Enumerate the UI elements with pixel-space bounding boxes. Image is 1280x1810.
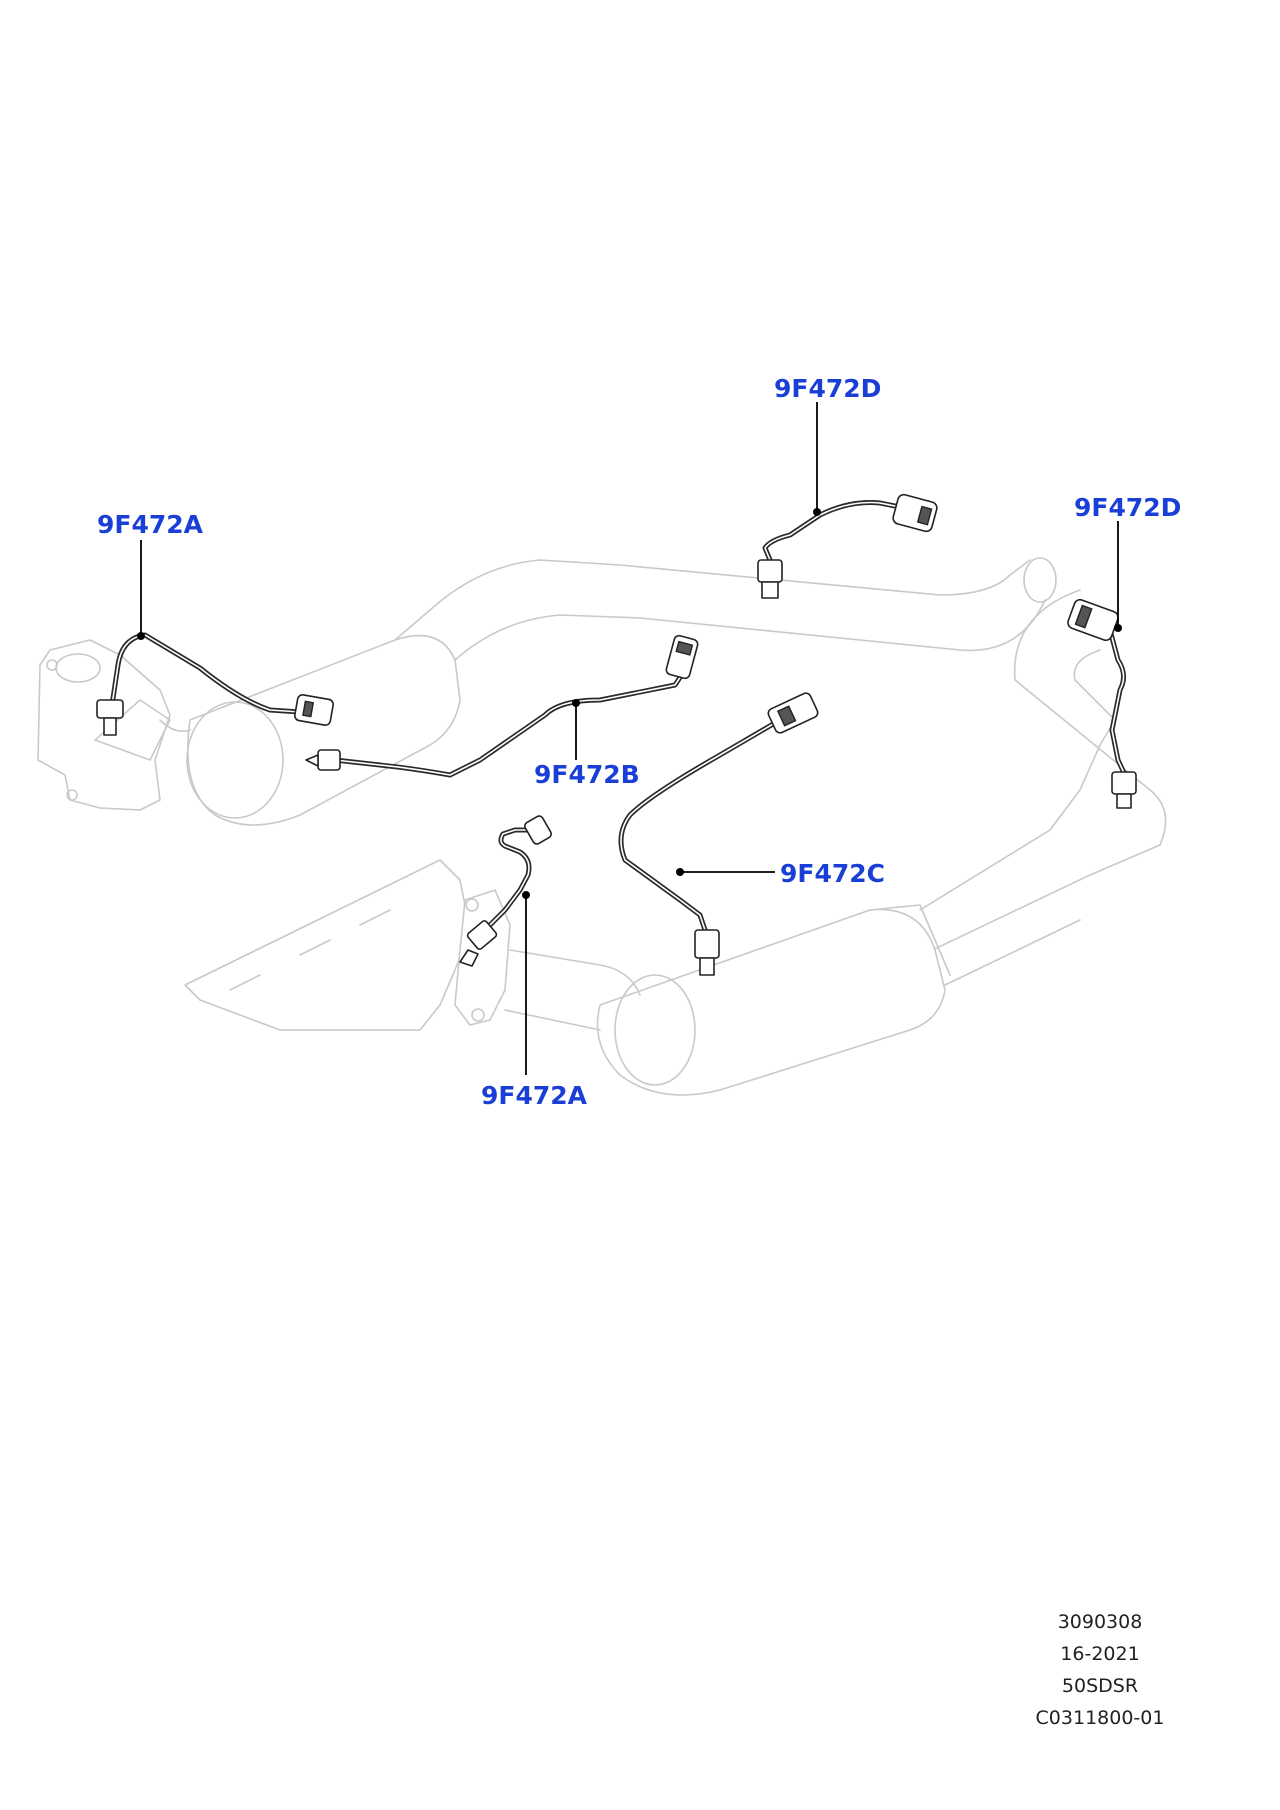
sensor-nut — [466, 920, 498, 950]
leader-dot — [1114, 624, 1122, 632]
oxygen-sensor-upper-left[interactable] — [96, 632, 334, 736]
converter-end — [614, 974, 696, 1086]
flange-bolt — [465, 898, 479, 912]
sensor-tip — [305, 754, 319, 767]
sensor-tip — [103, 717, 117, 736]
lower-right-catalytic-converter — [596, 908, 946, 1096]
leader-dot — [676, 868, 684, 876]
leader-dot — [813, 508, 821, 516]
callout-label: 9F472A — [481, 1081, 588, 1110]
upper-intermediate-pipe-bottom — [454, 599, 1046, 661]
callout-right[interactable]: 9F472D — [1074, 493, 1181, 632]
leader-dot — [137, 632, 145, 640]
sensor-nut — [757, 559, 783, 583]
diagram-reference-block: 3090308 16-2021 50SDSR C0311800-01 — [1000, 1606, 1200, 1734]
converter-outlet-pipe — [944, 919, 1081, 986]
oxygen-sensor-center-right[interactable] — [618, 691, 819, 976]
oxygen-sensor-right[interactable] — [1066, 598, 1137, 809]
sensor-tip — [761, 581, 779, 599]
connector — [665, 634, 699, 680]
connector-latch — [302, 700, 315, 718]
lower-front-pipe-bottom — [504, 1009, 601, 1031]
reference-date: 16-2021 — [1060, 1643, 1140, 1665]
connector — [1067, 598, 1119, 642]
oxygen-sensor-middle[interactable] — [305, 634, 699, 778]
connector — [294, 694, 334, 726]
converter-neck — [159, 719, 191, 733]
connector-latch — [916, 505, 933, 526]
lower-manifold-flange — [454, 889, 511, 1026]
connector — [767, 692, 819, 734]
manifold-outlet — [94, 699, 171, 761]
lower-front-pipe-top — [509, 949, 641, 996]
callout-label: 9F472D — [774, 374, 881, 403]
oxygen-sensor-lower-left[interactable] — [459, 815, 553, 967]
callout-top[interactable]: 9F472D — [774, 374, 881, 516]
converter-seam — [869, 904, 951, 976]
right-bend-pipe-inner — [919, 649, 1116, 911]
flange-bolt — [471, 1008, 485, 1022]
connector-latch — [776, 705, 797, 727]
lower-left-exhaust-manifold — [184, 859, 471, 1031]
converter-end — [186, 701, 284, 819]
manifold-ribs — [229, 909, 391, 991]
sensor-nut — [96, 699, 124, 719]
oxygen-sensor-top[interactable] — [757, 493, 938, 599]
reference-illustration-id: C0311800-01 — [1035, 1707, 1165, 1729]
flange-bolt — [46, 659, 58, 671]
right-bend-pipe-outer — [879, 589, 1167, 976]
callout-label: 9F472B — [534, 760, 640, 789]
callout-label: 9F472D — [1074, 493, 1181, 522]
flange-bolt — [66, 789, 78, 801]
connector-latch — [1074, 604, 1093, 629]
sensor-nut — [317, 749, 341, 771]
pipe-joint — [1023, 557, 1057, 603]
reference-code: 3090308 — [1057, 1611, 1143, 1633]
sensor-nut — [694, 929, 720, 959]
leader-dot — [522, 891, 530, 899]
callout-upper-left[interactable]: 9F472A — [97, 510, 204, 640]
callout-label: 9F472C — [780, 859, 885, 888]
converter-seam — [394, 609, 431, 641]
reference-model: 50SDSR — [1061, 1675, 1139, 1697]
callout-label: 9F472A — [97, 510, 204, 539]
exhaust-system-outline — [37, 557, 1167, 1096]
sensor-tip — [699, 957, 715, 976]
sensor-nut — [1111, 771, 1137, 795]
connector-latch — [675, 640, 694, 656]
upper-left-catalytic-converter — [187, 634, 461, 826]
callout-center-right[interactable]: 9F472C — [676, 859, 885, 888]
upper-intermediate-pipe-top — [429, 559, 1031, 611]
callout-middle[interactable]: 9F472B — [534, 699, 640, 789]
leader-dot — [572, 699, 580, 707]
callout-lower-left[interactable]: 9F472A — [481, 891, 588, 1110]
connector — [524, 815, 552, 845]
sensor-tip — [459, 949, 479, 967]
sensor-tip — [1116, 793, 1132, 809]
